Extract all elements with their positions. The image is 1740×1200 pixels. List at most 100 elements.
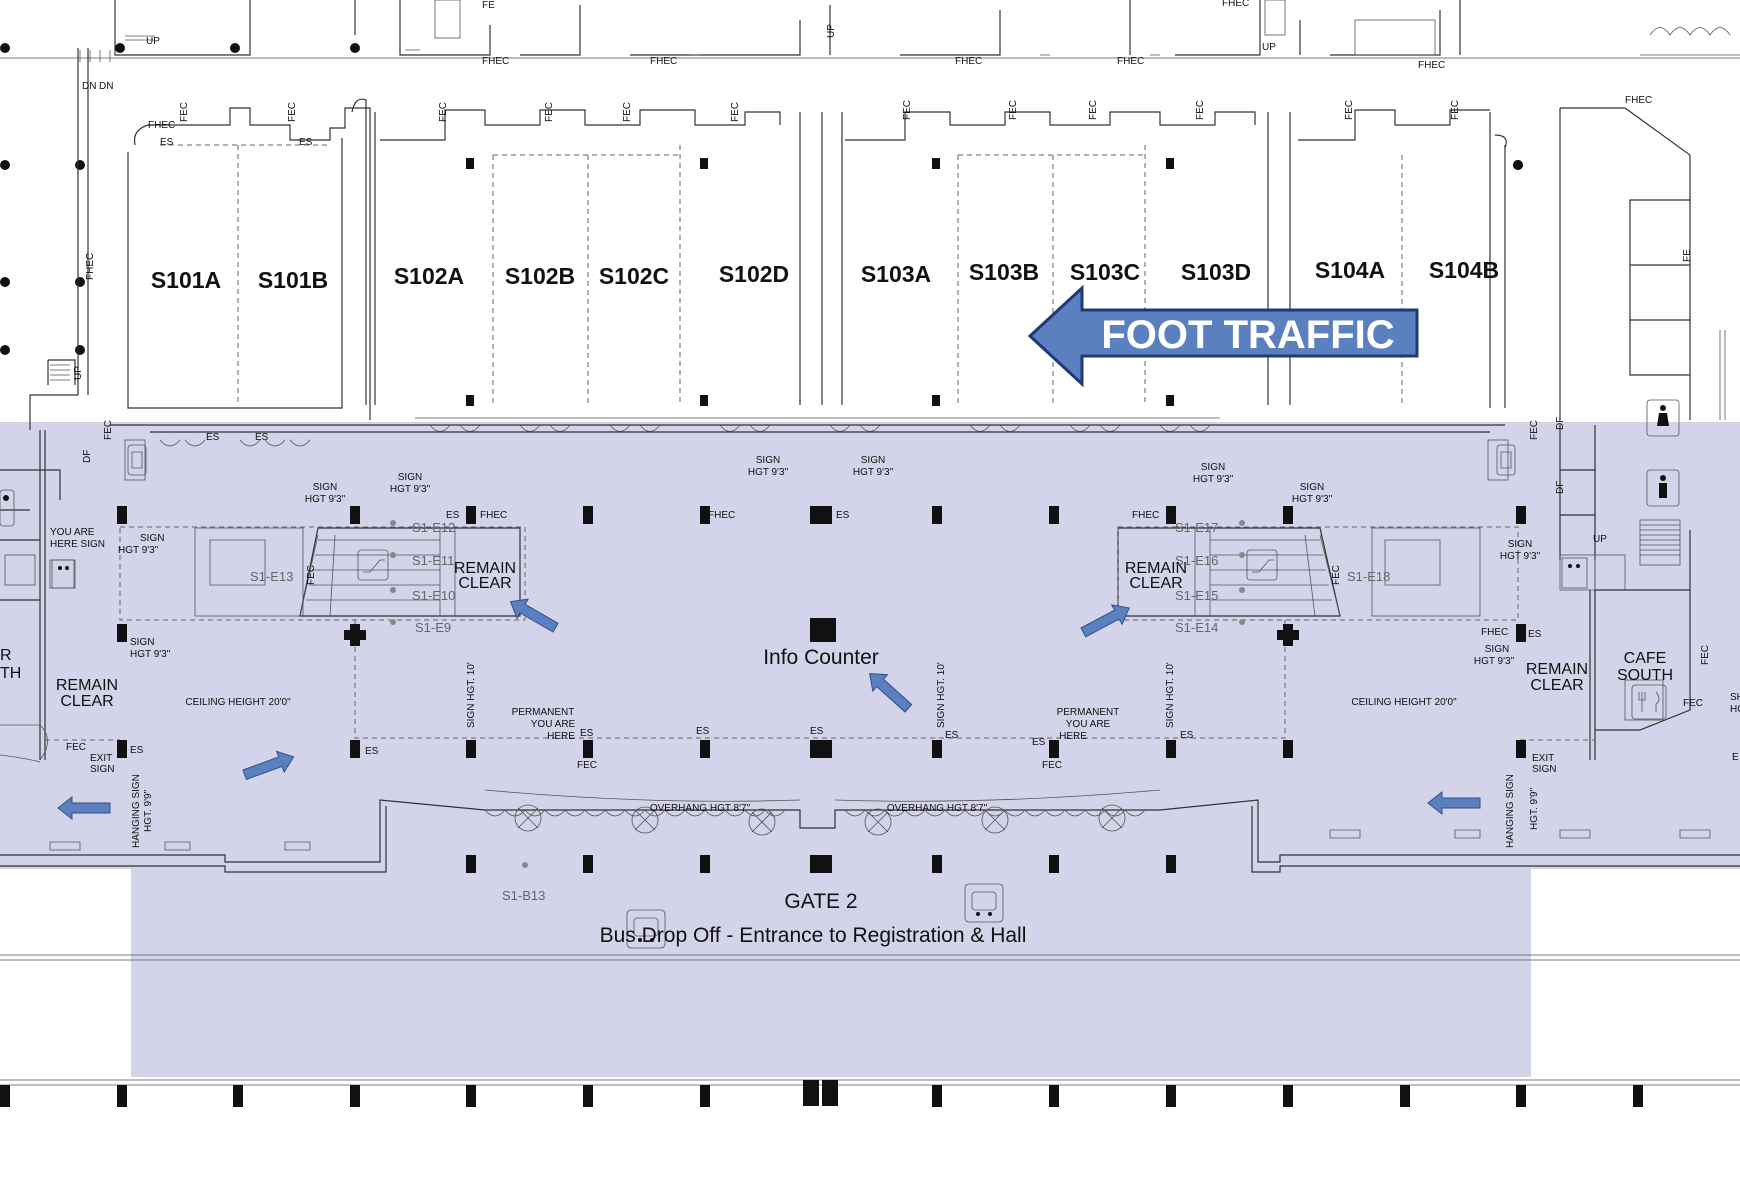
sign-label: HGT 9'3" (748, 467, 789, 478)
fhec-label: FHEC (708, 510, 735, 521)
hanging-sign-label: HANGING SIGN (131, 774, 142, 848)
arrow-left-upper (509, 598, 559, 633)
fec-label: FEC (902, 100, 913, 120)
permanent-label: YOU ARE (1066, 719, 1111, 730)
dn-label: DN (99, 81, 113, 92)
sign-hgt-10-label: SIGN HGT. 10' (936, 662, 947, 728)
fhec-label: FHEC (1222, 0, 1249, 9)
remain-clear-label: REMAIN (454, 560, 516, 577)
foot-traffic-label: FOOT TRAFFIC (1101, 313, 1394, 357)
edge-label: HC (1730, 704, 1740, 715)
location-markers: S1-E12 S1-E11 S1-E10 S1-E9 S1-E13 S1-E17… (250, 520, 1390, 903)
info-counter-label: Info Counter (763, 646, 879, 669)
elevator-icon-left (51, 559, 75, 589)
telephone-icon-left (127, 444, 147, 476)
room-label: S102C (599, 263, 669, 289)
fhec-label: FHEC (1117, 56, 1144, 67)
overhang-label: OVERHANG HGT 8'7" (650, 803, 751, 814)
right-side-rooms (1559, 107, 1726, 420)
marker-label: S1-E9 (415, 620, 451, 635)
hanging-sign-label: HGT. 9'9" (1529, 787, 1540, 830)
sign-hgt-10-label: SIGN HGT. 10' (1165, 662, 1176, 728)
fec-label: FEC (1683, 698, 1703, 709)
permanent-label: PERMANENT (1057, 707, 1120, 718)
dn-label: DN (82, 81, 96, 92)
marker-label: S1-E18 (1347, 569, 1390, 584)
es-label: ES (1180, 730, 1194, 741)
up-label: UP (146, 36, 160, 47)
highlighted-zone (0, 422, 1740, 1077)
arrow-right-upper (1080, 604, 1130, 638)
central-dashed-area (45, 620, 1595, 741)
restaurant-icon (1631, 684, 1667, 720)
top-service-corridor (0, 0, 1740, 62)
room-label: S103D (1181, 259, 1251, 285)
meeting-rooms-block (127, 98, 1507, 420)
fec-label: FEC (66, 742, 86, 753)
room-label: S101B (258, 267, 328, 293)
remain-clear-label: CLEAR (1530, 677, 1583, 694)
es-label: ES (580, 728, 594, 739)
permanent-label: YOU ARE (531, 719, 576, 730)
you-are-here-label: YOU ARE (50, 527, 95, 538)
fec-label: FEC (438, 102, 449, 122)
columns-bottom (0, 855, 1643, 1107)
escalator-right (1117, 526, 1519, 621)
fec-label: FEC (1529, 420, 1540, 440)
fec-label: FEC (544, 102, 555, 122)
flow-arrows (57, 598, 1481, 821)
up-label: UP (73, 366, 84, 380)
marker-label: S1-E14 (1175, 620, 1218, 635)
restroom-icon-left (0, 489, 15, 527)
fec-label: FEC (179, 102, 190, 122)
exit-sign-label: EXIT (1532, 753, 1554, 764)
marker-label: S1-E17 (1175, 520, 1218, 535)
remain-clear-label: CLEAR (458, 575, 511, 592)
you-are-here-label: HERE SIGN (50, 539, 105, 550)
room-label: S103A (861, 261, 931, 287)
marker-label: S1-B13 (502, 888, 545, 903)
room-label: S102B (505, 263, 575, 289)
sign-label: SIGN (1300, 482, 1324, 493)
edge-label: R (0, 647, 12, 664)
fec-label: FEC (1450, 100, 1461, 120)
fec-label: FEC (287, 102, 298, 122)
lobby-labels: Info Counter GATE 2 Bus Drop Off - Entra… (0, 527, 1673, 947)
arrow-right-exit (1427, 790, 1481, 816)
ceiling-label: CEILING HEIGHT 20'0" (1351, 697, 1457, 708)
edge-label: SH (1730, 692, 1740, 703)
arrow-left-lower (242, 750, 295, 781)
sign-label: SIGN (140, 533, 164, 544)
room-label: S103C (1070, 259, 1140, 285)
sign-label: SIGN (1508, 539, 1532, 550)
edge-label: E (1732, 752, 1739, 763)
sign-label: SIGN (861, 455, 885, 466)
es-label: ES (160, 137, 174, 148)
cafe-label: CAFE (1624, 650, 1667, 667)
hanging-sign-label: HGT. 9'9" (143, 789, 154, 832)
remain-clear-label: REMAIN (56, 677, 118, 694)
es-label: ES (945, 730, 959, 741)
es-label: ES (810, 726, 824, 737)
marker-label: S1-E10 (412, 588, 455, 603)
fhec-label: FHEC (85, 253, 96, 280)
exit-sign-label: EXIT (90, 753, 112, 764)
bus-icon-left (626, 909, 666, 949)
sign-label: SIGN (756, 455, 780, 466)
arrow-left-exit (57, 795, 111, 821)
bus-icon-right (964, 883, 1004, 923)
es-label: ES (446, 510, 460, 521)
fe-label: FE (482, 0, 495, 11)
remain-clear-label: CLEAR (1129, 575, 1182, 592)
es-label: ES (365, 746, 379, 757)
fec-label: FEC (1008, 100, 1019, 120)
marker-label: S1-E15 (1175, 588, 1218, 603)
fhec-label: FHEC (1418, 60, 1445, 71)
room-label: S102D (719, 261, 789, 287)
fec-label: FEC (103, 420, 114, 440)
escalator-icon-right (1246, 549, 1278, 581)
fec-label: FEC (1700, 645, 1711, 665)
lobby-north-wall (110, 417, 1509, 481)
permanent-label: HERE (547, 731, 575, 742)
